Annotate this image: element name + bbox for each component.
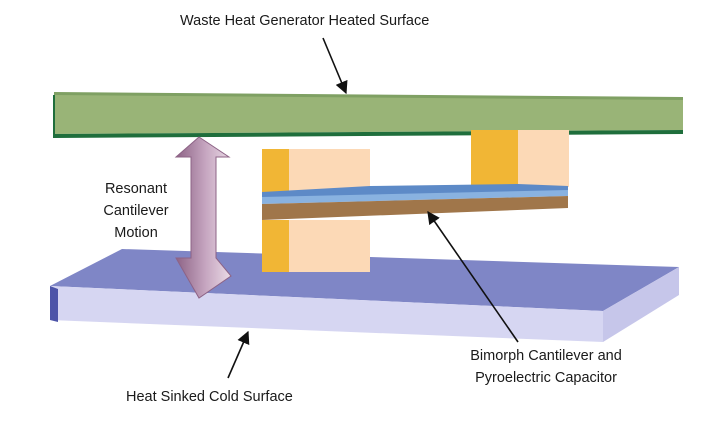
hot-surface-front: [54, 95, 683, 134]
label-motion-1: Resonant: [104, 181, 168, 197]
label-bimorph-1: Bimorph Cantilever and: [470, 348, 622, 364]
callout-arrow-bimorph: [427, 210, 519, 343]
label-motion-3: Motion: [114, 225, 158, 241]
cold-surface-front: [50, 286, 603, 342]
hot-surface: [53, 92, 683, 138]
cantilever-top-face: [262, 184, 568, 198]
left-block-lower-front: [289, 220, 370, 272]
left-block-upper-side: [262, 149, 289, 199]
label-bimorph-2: Pyroelectric Capacitor: [475, 370, 617, 386]
callout-arrow-hot-surface: [322, 37, 348, 95]
left-block-lower-side: [262, 220, 289, 272]
label-hot-surface: Waste Heat Generator Heated Surface: [180, 13, 430, 29]
label-cold-surface: Heat Sinked Cold Surface: [126, 389, 293, 405]
right-block-side: [471, 130, 518, 187]
cold-surface-side: [603, 267, 679, 342]
label-motion-2: Cantilever: [103, 203, 169, 219]
callout-arrow-cold-surface: [227, 330, 250, 379]
cantilever-lower-layer: [262, 196, 568, 220]
bimorph-cantilever: [262, 184, 568, 220]
motion-double-arrow: [174, 136, 232, 299]
right-block: [471, 130, 569, 187]
cantilever-upper-layer: [262, 190, 568, 204]
right-block-front: [518, 130, 569, 187]
